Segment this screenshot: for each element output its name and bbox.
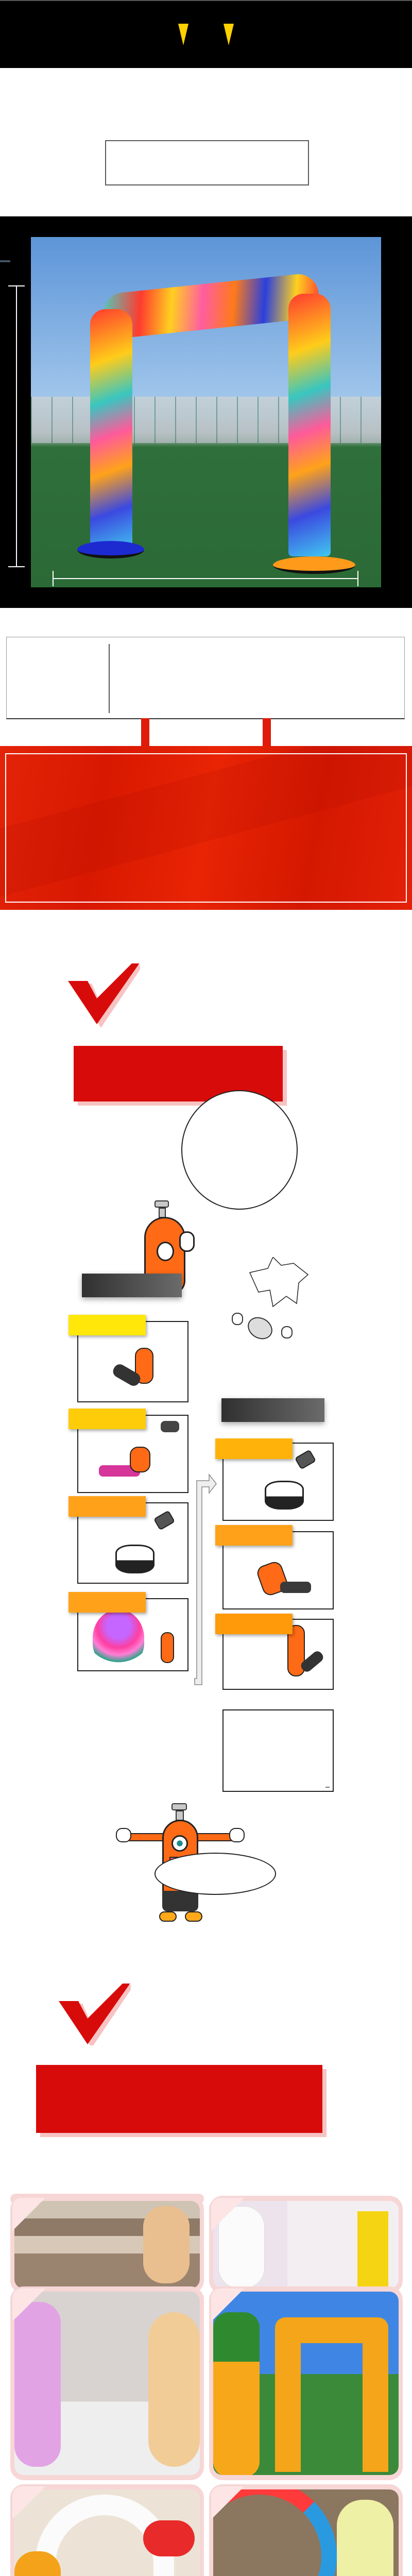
socket-icon <box>265 1481 304 1510</box>
caution-panel <box>0 746 412 910</box>
caution-frame <box>5 753 407 903</box>
gallery-tag <box>12 2289 45 2321</box>
plug-icon <box>294 1449 317 1470</box>
gallery-photo-polka-arch <box>14 2489 200 2576</box>
mascot-valve <box>171 1803 187 1810</box>
mascot-presenting <box>161 1632 174 1663</box>
red-bow <box>143 2520 195 2556</box>
gallery-photo-forest-arch <box>213 2292 399 2475</box>
step-tag-plug-in <box>68 1496 146 1517</box>
panel-end <box>222 1709 334 1792</box>
step-tag-carry <box>68 1315 146 1335</box>
falling-hand <box>281 1326 293 1338</box>
step-tag-unpack <box>68 1409 146 1429</box>
inflatable-beige-creature <box>148 2312 200 2467</box>
inflatable-teddy <box>14 2551 61 2576</box>
gallery-photo-party-hall <box>14 2201 200 2289</box>
gallery-tag <box>211 2289 244 2321</box>
gallery-tag <box>12 2486 45 2519</box>
outro-speech-bubble <box>154 1853 276 1895</box>
gallery-tile[interactable] <box>10 2484 204 2576</box>
inflatable-pink-creature <box>14 2302 61 2467</box>
arch-leg <box>363 2333 388 2472</box>
happy-birthday-balloons <box>275 2222 332 2232</box>
panel-unpack <box>77 1415 188 1493</box>
product-name <box>105 140 309 185</box>
mascot-shoe <box>159 1911 177 1922</box>
width-dimension-line <box>53 578 357 579</box>
socket-icon <box>115 1545 154 1573</box>
gallery-tile[interactable] <box>209 2484 403 2576</box>
gallery-tag <box>12 2198 45 2231</box>
mascot-pants <box>162 1891 198 1911</box>
triangle-down-icon <box>224 24 234 45</box>
step-tag-tidy <box>215 1525 293 1546</box>
packing-bag <box>161 1421 179 1432</box>
storage-title <box>221 1398 324 1422</box>
mascot-eye <box>157 1242 174 1261</box>
checkmark-icon <box>59 1984 131 2045</box>
person-yellow-dress <box>357 2211 388 2289</box>
step-tag-store <box>215 1614 293 1634</box>
falling-hand <box>232 1313 243 1325</box>
arch-right-leg <box>288 294 331 556</box>
gallery-photo-birthday <box>213 2201 399 2289</box>
mascot-hand <box>116 1828 131 1842</box>
product-photo <box>31 237 381 587</box>
mascot-falling <box>232 1313 294 1344</box>
mascot-valve <box>154 1200 169 1208</box>
gallery-tile[interactable] <box>10 2286 204 2480</box>
mascot-valve-stem <box>176 1810 184 1821</box>
mascot-hand <box>229 1828 245 1842</box>
dim-tick <box>357 571 358 586</box>
falling-valve <box>244 1313 277 1344</box>
arch-leg <box>275 2333 301 2472</box>
gallery-photo-party-room <box>14 2292 200 2475</box>
flow-arrow-icon <box>194 1473 217 1685</box>
plug-icon <box>153 1510 176 1531</box>
gallery-tile[interactable] <box>10 2196 204 2294</box>
dim-tick <box>8 566 25 567</box>
gallery-tile[interactable] <box>209 2196 403 2294</box>
event-highlight <box>36 2065 322 2133</box>
shout-bubble-icon <box>249 1257 309 1308</box>
mascot-valve-stem <box>159 1208 166 1218</box>
height-dimension-line <box>16 285 17 566</box>
panel-store <box>222 1619 334 1690</box>
lotus-inflatable <box>93 1609 144 1666</box>
gallery-tile[interactable] <box>209 2286 403 2480</box>
thumbs-up-hand <box>179 1231 195 1252</box>
gallery-photo-rainbow-arch <box>213 2489 399 2576</box>
arch-right-base <box>273 556 355 574</box>
deflated-inflatable <box>99 1465 140 1477</box>
mascot-eye <box>171 1835 188 1852</box>
the-end-tag <box>325 1787 330 1788</box>
caution-title <box>141 718 271 746</box>
arch-left-base <box>77 541 144 558</box>
gallery-tag <box>211 2198 244 2231</box>
triangle-down-icon <box>178 24 188 45</box>
spec-divider <box>109 644 110 713</box>
mascot-unpacking <box>130 1447 150 1472</box>
mascot-shoe <box>185 1911 202 1922</box>
height-label <box>0 260 10 262</box>
install-title <box>82 1274 182 1297</box>
spec-table <box>6 637 405 719</box>
dim-tick <box>53 571 54 586</box>
checkmark-icon <box>68 963 140 1028</box>
detail-header <box>0 0 412 68</box>
arch-left-leg <box>90 309 132 551</box>
intro-speech-bubble <box>181 1090 298 1210</box>
gallery-tag <box>211 2486 244 2519</box>
inflatable-rabbit <box>337 2500 393 2576</box>
inflatable-tree <box>213 2312 260 2475</box>
folded-inflatable <box>280 1582 311 1593</box>
step-tag-unplug <box>215 1438 293 1459</box>
step-tag-complete <box>68 1592 146 1613</box>
inflatable-bear <box>143 2206 190 2283</box>
